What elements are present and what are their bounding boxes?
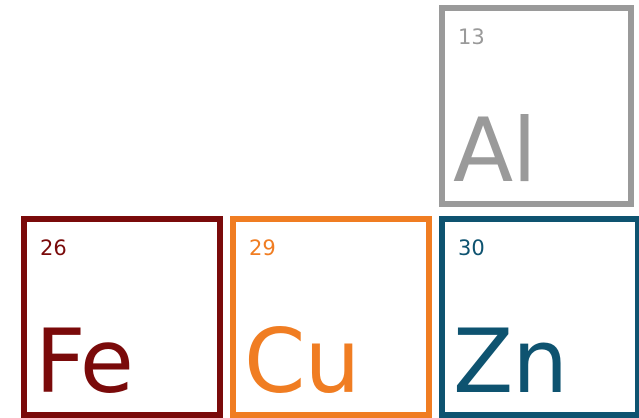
element-tile-zinc: 30 Zn (439, 216, 639, 418)
element-symbol: Zn (453, 310, 568, 413)
element-symbol: Cu (244, 310, 360, 413)
element-tile-copper: 29 Cu (230, 216, 432, 418)
element-symbol: Fe (35, 310, 134, 413)
atomic-number: 30 (458, 236, 485, 260)
element-tile-iron: 26 Fe (21, 216, 223, 418)
atomic-number: 29 (249, 236, 276, 260)
atomic-number: 13 (458, 25, 485, 49)
element-symbol: Al (453, 99, 537, 202)
element-tile-aluminum: 13 Al (439, 5, 634, 207)
atomic-number: 26 (40, 236, 67, 260)
